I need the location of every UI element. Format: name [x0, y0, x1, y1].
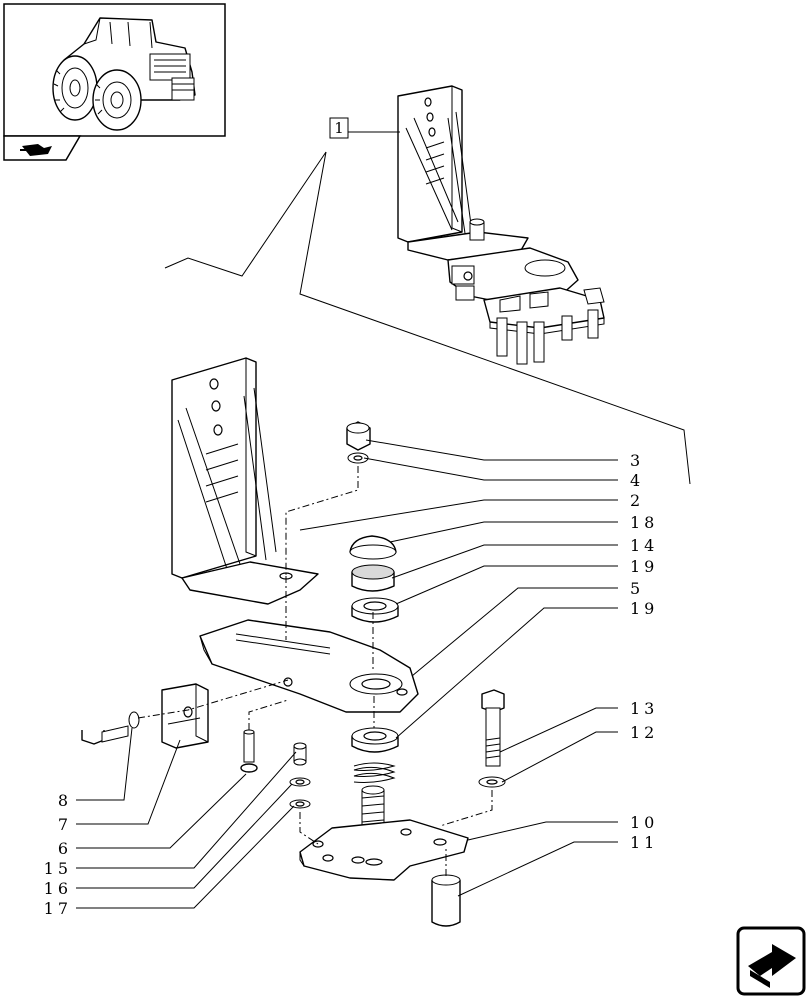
callout-12: 12 — [630, 723, 658, 742]
exploded-bracket — [81, 357, 506, 927]
callout-16: 16 — [44, 879, 72, 898]
callout-11: 11 — [630, 833, 658, 852]
assembly-ref-label: 1 — [334, 119, 344, 137]
callout-14: 14 — [630, 536, 658, 555]
callout-5: 5 — [630, 579, 644, 598]
tractor-thumbnail-icon[interactable] — [3, 3, 226, 137]
callout-7: 7 — [58, 815, 72, 834]
callout-6: 6 — [58, 839, 72, 858]
callout-18: 18 — [630, 513, 658, 532]
arrow-next-icon[interactable] — [736, 926, 806, 996]
callout-2: 2 — [630, 491, 644, 510]
assembled-bracket-view — [397, 85, 605, 365]
callout-19-upper: 19 — [630, 557, 658, 576]
callout-10: 10 — [630, 813, 658, 832]
callout-8: 8 — [58, 791, 72, 810]
callout-3: 3 — [630, 451, 644, 470]
callout-13: 13 — [630, 699, 658, 718]
callout-17: 17 — [44, 899, 72, 918]
book-arrow-icon[interactable] — [3, 135, 82, 161]
callout-4: 4 — [630, 471, 644, 490]
callout-15: 15 — [44, 859, 72, 878]
callout-19-lower: 19 — [630, 599, 658, 618]
